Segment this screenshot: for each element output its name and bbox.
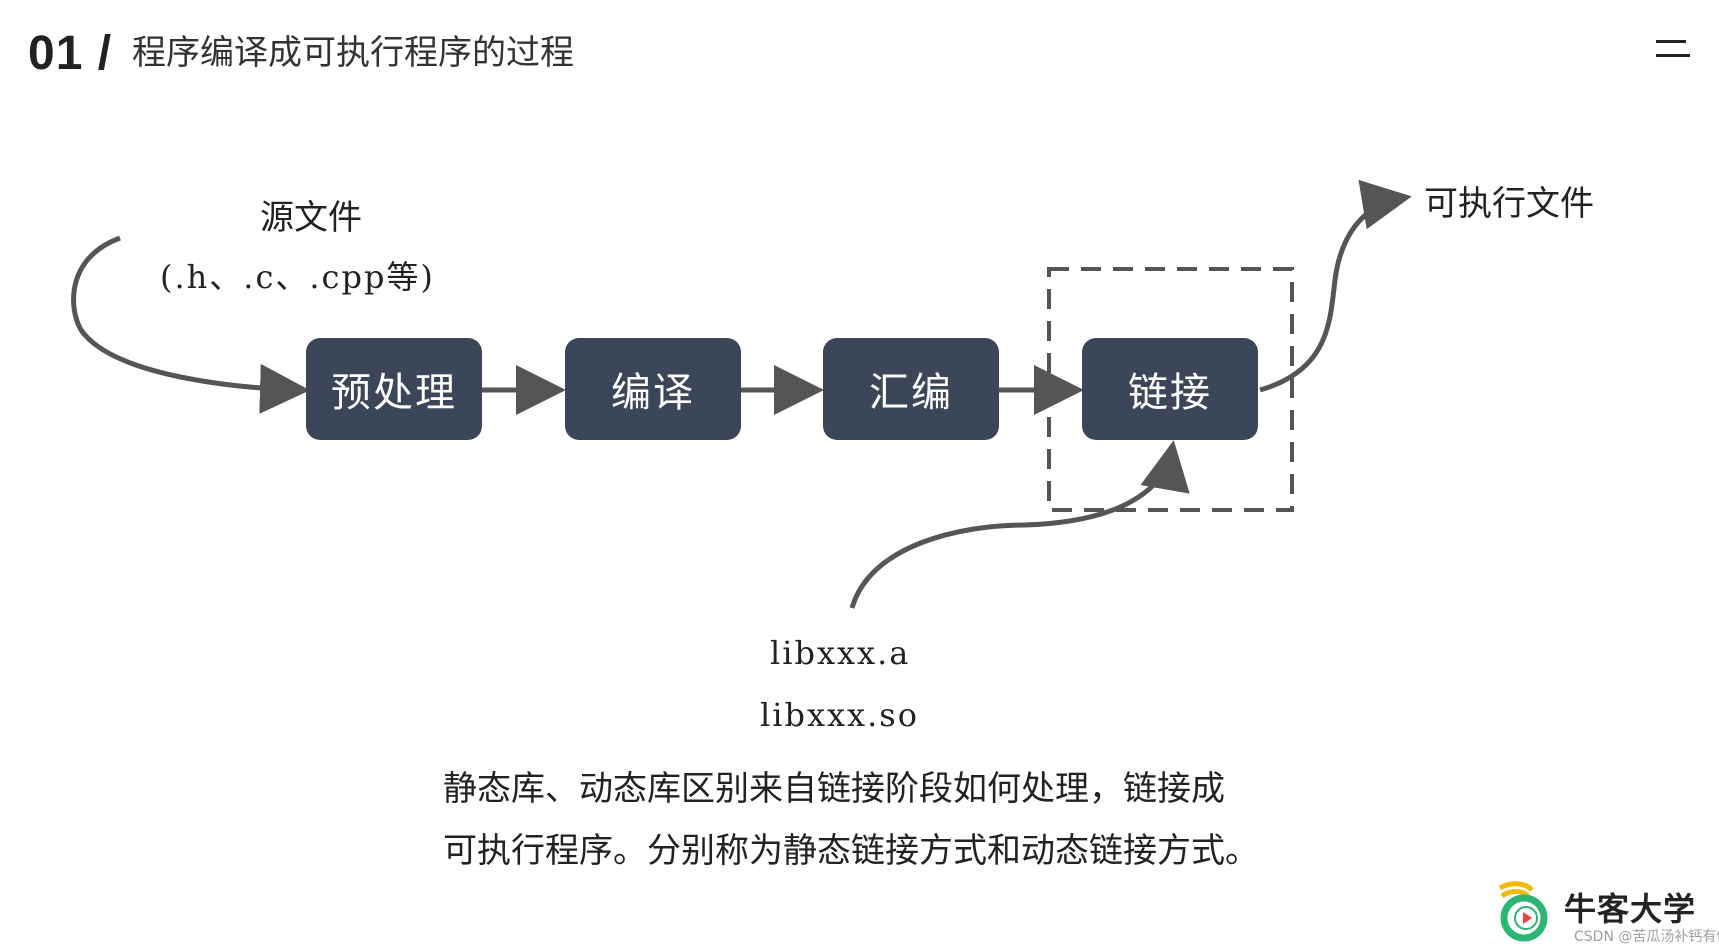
step-assemble: 汇编 (823, 338, 999, 440)
source-file-extensions: (.h、.c、.cpp等) (160, 258, 435, 296)
step-link: 链接 (1082, 338, 1258, 440)
static-library-label: libxxx.a (770, 634, 911, 672)
source-curve-arrow (71, 235, 310, 414)
dynamic-library-label: libxxx.so (760, 696, 919, 734)
slide-title: 程序编译成可执行程序的过程 (132, 33, 574, 73)
step-preprocess: 预处理 (306, 338, 482, 440)
menu-icon[interactable] (1656, 38, 1690, 60)
description-text: 静态库、动态库区别来自链接阶段如何处理，链接成 可执行程序。分别称为静态链接方式… (443, 758, 1259, 882)
watermark-text: CSDN @苦瓜汤补钙有你 (1574, 929, 1719, 945)
menu-bar-bottom (1656, 54, 1690, 57)
step-label: 链接 (1128, 370, 1212, 416)
step-label: 预处理 (331, 370, 457, 416)
step-label: 编译 (611, 370, 695, 416)
description-line-1: 静态库、动态库区别来自链接阶段如何处理，链接成 (443, 769, 1225, 809)
menu-bar-top (1656, 40, 1686, 43)
brand-logo: 牛客大学 CSDN @苦瓜汤补钙有你 (1494, 880, 1719, 946)
brand-name: 牛客大学 (1564, 890, 1697, 928)
step-compile: 编译 (565, 338, 741, 440)
slide-number: 01 / (28, 27, 113, 80)
source-file-label: 源文件 (260, 198, 362, 238)
library-curve-arrow (849, 440, 1190, 609)
executable-file-label: 可执行文件 (1424, 184, 1594, 224)
link-stage-dashed-frame (1047, 267, 1294, 512)
output-curve-arrow (1259, 179, 1412, 393)
step-label: 汇编 (869, 370, 953, 416)
description-line-2: 可执行程序。分别称为静态链接方式和动态链接方式。 (443, 831, 1259, 871)
nowcoder-logo-icon (1498, 881, 1548, 942)
